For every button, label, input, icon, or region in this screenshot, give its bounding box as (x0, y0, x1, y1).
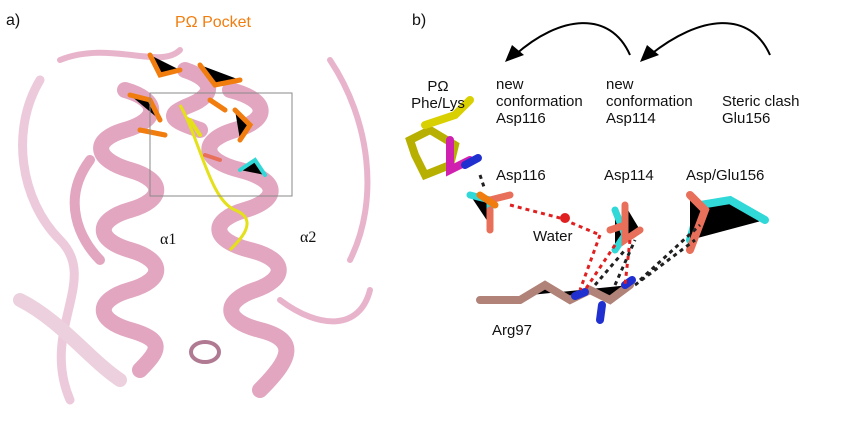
label-line: conformation (496, 93, 583, 110)
arrowhead-left (505, 45, 524, 62)
ligand-chain (178, 104, 249, 252)
arrowhead-right (640, 45, 659, 62)
new-conformation-asp114-label: new conformation Asp114 (606, 76, 693, 127)
asp116-sticks (466, 191, 514, 234)
hydrogen-bonds (478, 174, 702, 291)
phe-lys-label: PΩ Phe/Lys (407, 78, 469, 112)
asp114-sticks (606, 201, 644, 254)
label-line: PΩ (427, 78, 449, 95)
label-line: new (606, 76, 634, 93)
pocket-box (149, 92, 293, 197)
pocket-title: PΩ Pocket (175, 14, 251, 31)
asp114-label: Asp114 (604, 167, 654, 184)
water-label: Water (533, 228, 573, 245)
helix-alpha2-label: α2 (300, 229, 317, 246)
label-line: Glu156 (722, 110, 771, 127)
label-line: Asp116 (496, 110, 546, 127)
pocket-residues (127, 52, 254, 143)
arg97-label: Arg97 (492, 322, 533, 339)
label-line: Steric clash (722, 93, 800, 110)
asp-glu156-label: Asp/Glu156 (686, 167, 765, 184)
ligand-sticks (188, 118, 267, 177)
label-line: Asp114 (606, 110, 656, 127)
asp116-label: Asp116 (496, 167, 546, 184)
panel-b-label: b) (412, 12, 427, 29)
new-conformation-asp116-label: new conformation Asp116 (496, 76, 583, 127)
protein-cartoon (13, 47, 373, 405)
label-line: new (496, 76, 524, 93)
steric-clash-label: Steric clash Glu156 (722, 93, 800, 127)
glu156-sticks (686, 191, 769, 254)
phe-lys-sticks (405, 96, 482, 181)
arg97-sticks (476, 276, 636, 324)
label-line: Phe/Lys (411, 95, 465, 112)
panel-a-label: a) (6, 12, 21, 29)
label-line: conformation (606, 93, 693, 110)
arrows (514, 22, 771, 56)
helix-alpha1-label: α1 (160, 231, 177, 248)
